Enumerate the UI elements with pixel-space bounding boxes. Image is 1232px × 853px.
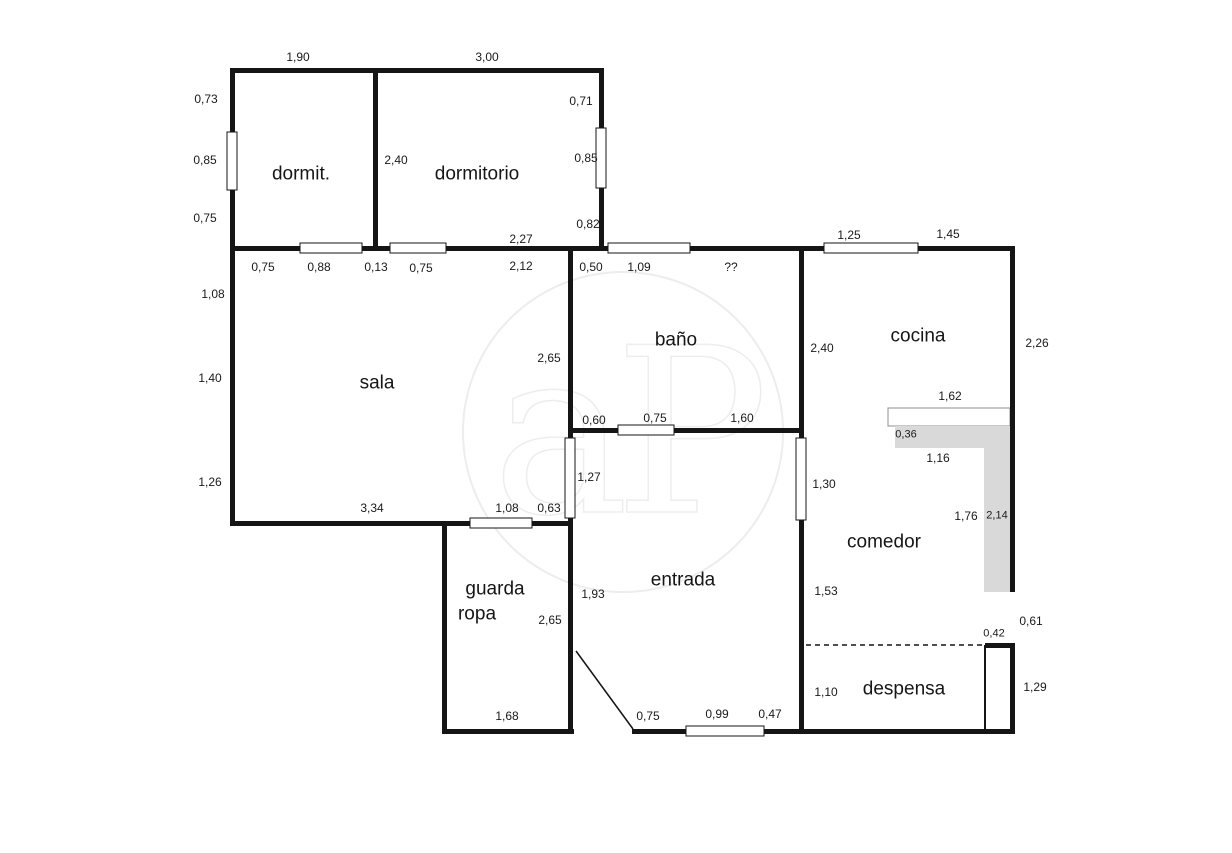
dimension-label: 3,34 xyxy=(360,501,384,515)
dimension-label: 2,27 xyxy=(509,232,533,246)
dimension-label: ?? xyxy=(724,260,738,274)
dimension-label: 1,27 xyxy=(577,470,601,484)
dimension-label: 2,40 xyxy=(810,341,834,355)
dimension-label: 0,61 xyxy=(1019,614,1043,628)
dimension-label: 1,10 xyxy=(814,685,838,699)
dimension-label: 2,14 xyxy=(986,509,1008,522)
dimension-label: 1,53 xyxy=(814,584,838,598)
dimension-label: 1,26 xyxy=(198,475,222,489)
door-swing-line xyxy=(575,650,634,730)
room-label-sala: sala xyxy=(359,372,395,394)
dimension-label: 0,71 xyxy=(569,94,593,108)
dimension-label: 2,12 xyxy=(509,259,533,273)
room-label-cocina: cocina xyxy=(890,325,946,347)
dimension-label: 0,75 xyxy=(643,411,667,425)
room-label-bano: baño xyxy=(654,329,698,351)
dimension-label: 1,08 xyxy=(201,287,225,301)
dimension-label: 1,45 xyxy=(936,227,960,241)
room-label-dormit: dormit. xyxy=(271,163,331,185)
dimension-label: 2,65 xyxy=(538,613,562,627)
dimension-label: 1,60 xyxy=(730,411,754,425)
wall-gaps xyxy=(574,592,1016,735)
dimension-label: 1,25 xyxy=(837,228,861,242)
dimension-label: 0,36 xyxy=(895,428,917,441)
dimension-label: 0,13 xyxy=(364,260,388,274)
dimension-label: 0,82 xyxy=(576,217,600,231)
dimension-label: 0,75 xyxy=(636,709,660,723)
dimension-label: 2,26 xyxy=(1025,336,1049,350)
dimension-label: 1,68 xyxy=(495,709,519,723)
dimension-label: 1,90 xyxy=(286,50,310,64)
windows-and-doors xyxy=(226,127,919,737)
dimension-label: 0,60 xyxy=(582,413,606,427)
dimension-label: 1,40 xyxy=(198,371,222,385)
dimension-label: 1,76 xyxy=(954,509,978,523)
room-label-dormitorio: dormitorio xyxy=(434,163,520,185)
dimension-label: 1,08 xyxy=(495,501,519,515)
dimension-label: 0,99 xyxy=(705,707,729,721)
dimension-label: 0,63 xyxy=(537,501,561,515)
dimension-label: 2,40 xyxy=(384,153,408,167)
dimension-label: 1,16 xyxy=(926,451,950,465)
room-label-guarda-ropa-line1: guarda xyxy=(465,578,525,600)
dimension-label: 0,75 xyxy=(193,211,217,225)
room-label-despensa: despensa xyxy=(862,678,946,700)
dimension-label: 0,88 xyxy=(307,260,331,274)
kitchen-counter xyxy=(887,407,1011,592)
dimension-label: 0,42 xyxy=(983,627,1005,640)
dimension-label: 1,93 xyxy=(581,587,605,601)
dimension-label: 0,75 xyxy=(409,261,433,275)
dimension-label: 0,85 xyxy=(193,153,217,167)
room-label-guarda-ropa-line2: ropa xyxy=(457,603,497,625)
dimension-label: 1,09 xyxy=(627,260,651,274)
dimension-label: 1,62 xyxy=(938,389,962,403)
dimension-label: 0,75 xyxy=(251,260,275,274)
misc-lines xyxy=(575,644,986,731)
dimension-label: 0,85 xyxy=(574,151,598,165)
dimension-label: 0,73 xyxy=(194,92,218,106)
dimension-label: 1,29 xyxy=(1023,680,1047,694)
dimension-label: 0,47 xyxy=(758,707,782,721)
dimension-label: 0,50 xyxy=(579,260,603,274)
dimension-label: 2,65 xyxy=(537,351,561,365)
room-label-comedor: comedor xyxy=(847,531,921,553)
room-label-entrada: entrada xyxy=(650,569,716,591)
dimension-label: 1,30 xyxy=(812,477,836,491)
dimension-label: 3,00 xyxy=(475,50,499,64)
